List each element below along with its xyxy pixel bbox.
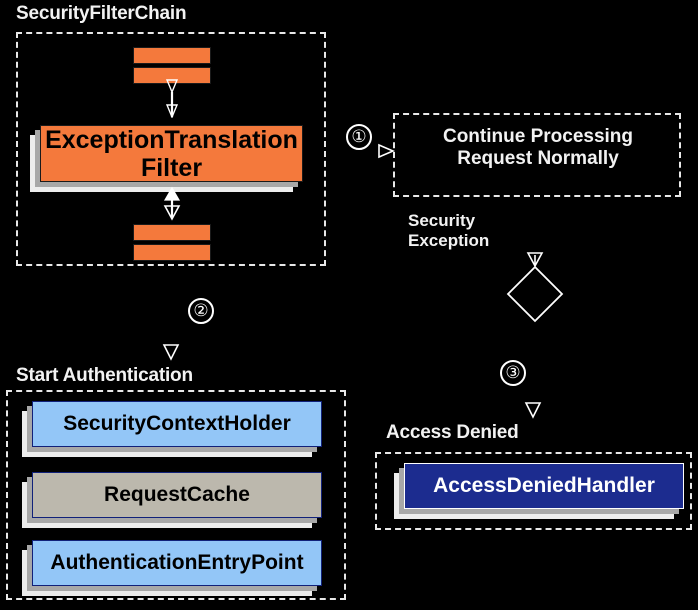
filter-bar-bottom-2 — [133, 244, 211, 261]
node-access-denied-handler[interactable]: AccessDeniedHandler — [394, 463, 684, 519]
label-continue-processing: Continue Processing Request Normally — [414, 126, 662, 170]
step-marker-2: ② — [188, 298, 214, 324]
group-start-authentication — [6, 390, 346, 600]
node-request-cache[interactable]: RequestCache — [22, 472, 322, 528]
security-exception-line-2: Exception — [408, 230, 490, 250]
node-label-security-context-holder: SecurityContextHolder — [32, 401, 322, 447]
decision-diamond — [506, 265, 564, 323]
group-access-denied — [375, 452, 692, 530]
group-title-access-denied: Access Denied — [386, 422, 519, 443]
step-marker-3: ③ — [500, 360, 526, 386]
etf-line-2: Filter — [140, 153, 203, 182]
node-label-authentication-entry-point: AuthenticationEntryPoint — [32, 540, 322, 586]
group-title-start-authentication: Start Authentication — [16, 365, 193, 386]
arrow-to-continue-processing — [378, 143, 396, 159]
filter-bar-top-1 — [133, 47, 211, 64]
step-marker-1: ① — [346, 124, 372, 150]
filter-bar-bottom-1 — [133, 224, 211, 241]
node-label-access-denied-handler: AccessDeniedHandler — [404, 463, 684, 509]
continue-processing-line-1: Continue Processing — [442, 126, 634, 147]
label-security-exception: Security Exception — [408, 211, 489, 250]
arrow-to-start-authentication — [162, 344, 180, 361]
arrow-to-decision-diamond — [526, 252, 544, 268]
security-exception-line-1: Security — [408, 211, 476, 230]
node-label-request-cache: RequestCache — [32, 472, 322, 518]
etf-line-1: ExceptionTranslation — [45, 125, 298, 154]
node-authentication-entry-point[interactable]: AuthenticationEntryPoint — [22, 540, 322, 596]
filter-bar-top-2 — [133, 67, 211, 84]
group-security-filter-chain — [16, 32, 326, 266]
node-label-exception-translation-filter: ExceptionTranslation Filter — [40, 125, 303, 182]
arrow-to-access-denied — [524, 402, 542, 419]
node-security-context-holder[interactable]: SecurityContextHolder — [22, 401, 322, 457]
group-title-security-filter-chain: SecurityFilterChain — [16, 3, 187, 24]
continue-processing-line-2: Request Normally — [457, 147, 619, 169]
node-exception-translation-filter[interactable]: ExceptionTranslation Filter — [30, 125, 303, 192]
